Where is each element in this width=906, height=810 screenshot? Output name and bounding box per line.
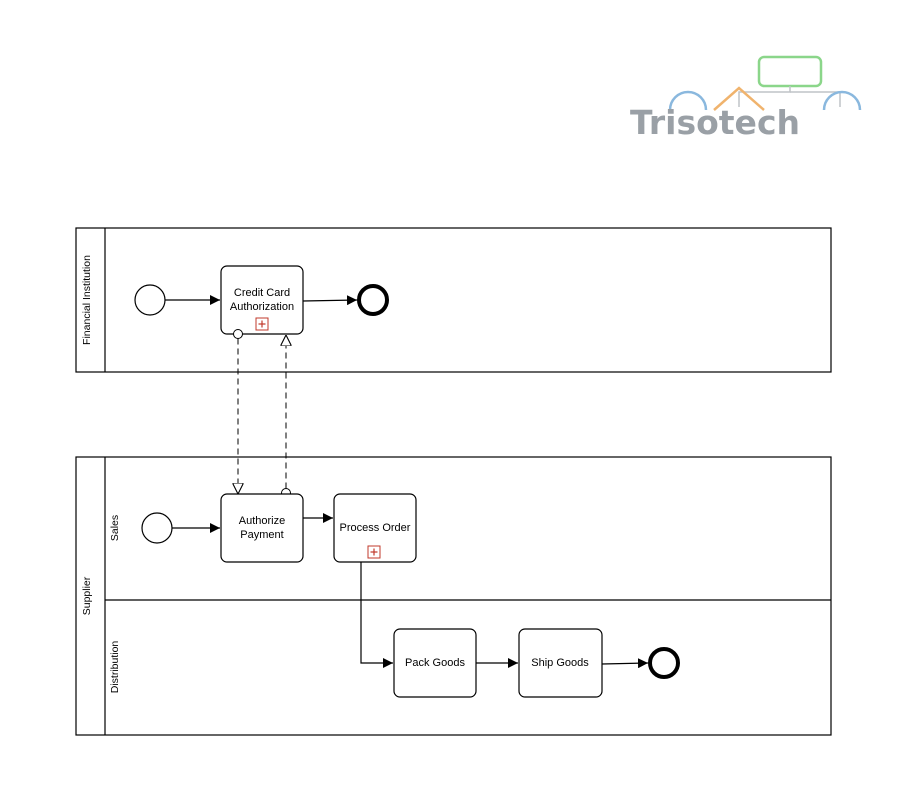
pool-supplier[interactable]: Supplier Sales Distribution	[75, 456, 832, 736]
start-event-financial[interactable]	[134, 284, 166, 316]
lane-label-sales: Sales	[109, 515, 121, 541]
task-label: Pack Goods	[405, 657, 465, 669]
task-authorize-payment[interactable]: Authorize Payment	[220, 493, 304, 563]
end-event-distribution[interactable]	[648, 647, 680, 679]
pool-label-financial-institution: Financial Institution	[81, 255, 93, 345]
lane-label-distribution: Distribution	[109, 641, 121, 694]
message-flow-to-credit-card-authorization[interactable]	[282, 335, 291, 498]
start-event-sales[interactable]	[141, 512, 173, 544]
task-label: Process Order	[340, 522, 411, 534]
task-pack-goods[interactable]: Pack Goods	[393, 628, 477, 698]
task-label-line1: Authorize	[239, 515, 285, 527]
task-label-line2: Payment	[240, 529, 283, 541]
task-ship-goods[interactable]: Ship Goods	[518, 628, 603, 698]
subprocess-expand-icon[interactable]	[367, 545, 381, 559]
task-credit-card-authorization[interactable]: Credit Card Authorization	[220, 265, 304, 335]
task-label-line1: Credit Card	[234, 287, 290, 299]
task-label-line2: Authorization	[230, 301, 294, 313]
task-label: Ship Goods	[531, 657, 589, 669]
pool-label-supplier: Supplier	[81, 576, 93, 615]
logo-graphic	[668, 55, 862, 111]
sequence-flow[interactable]	[360, 562, 393, 668]
trisotech-logo: Trisotech	[630, 55, 862, 142]
sequence-flow[interactable]	[601, 658, 649, 669]
sequence-flow[interactable]	[302, 295, 358, 306]
task-process-order[interactable]: Process Order	[333, 493, 417, 563]
pool-financial-institution[interactable]: Financial Institution	[75, 227, 832, 373]
logo-text: Trisotech	[630, 103, 800, 142]
subprocess-expand-icon[interactable]	[255, 317, 269, 331]
message-flow-to-authorize-payment[interactable]	[234, 329, 243, 495]
end-event-financial[interactable]	[357, 284, 389, 316]
